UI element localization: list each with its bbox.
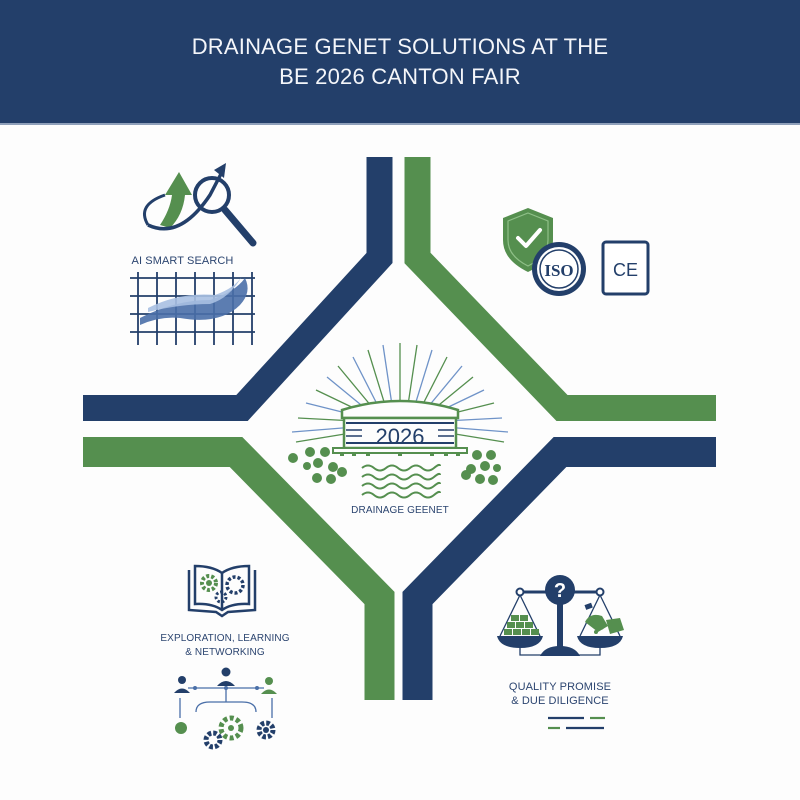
quality-label-line-2: & DUE DILIGENCE (511, 695, 609, 707)
certification-icons: ISO CE (503, 208, 650, 296)
hexagon-cluster-icon (288, 447, 501, 485)
year-label: 2026 (376, 424, 425, 449)
road-top-right (404, 157, 716, 421)
title-line-1: DRAINAGE GENET SOLUTIONS AT THE (191, 33, 609, 59)
road-top-left (83, 157, 393, 421)
ai-smart-search-icons (130, 163, 257, 345)
gears-icon (175, 715, 276, 750)
road-bottom-right (402, 437, 716, 700)
people-network-icon (174, 667, 277, 718)
quality-label-line-1: QUALITY PROMISE (508, 681, 612, 693)
center-emblem: 2026 (288, 343, 509, 499)
center-label: DRAINAGE GEENET (351, 505, 449, 516)
iso-seal-icon: ISO (532, 242, 586, 296)
exploration-label-line-2: & NETWORKING (185, 647, 265, 658)
growth-arrow-icon (143, 163, 226, 231)
road-network (83, 157, 716, 700)
water-waves-icon (361, 463, 441, 499)
gear-icon (214, 590, 228, 604)
wave-grid-chart-icon (130, 272, 255, 345)
balance-scale-icon: ? (497, 575, 624, 730)
gear-icon (225, 575, 245, 595)
question-mark-icon (545, 575, 575, 605)
stadium-icon (332, 399, 468, 456)
ce-text: CE (613, 260, 638, 280)
title-line-2: BE 2026 CANTON FAIR (279, 63, 521, 89)
road-bottom-left (83, 437, 395, 700)
ai-smart-search-label: AI SMART SEARCH (131, 255, 234, 267)
iso-text: ISO (544, 261, 573, 280)
gear-icon (200, 574, 218, 592)
exploration-label-line-1: EXPLORATION, LEARNING (160, 633, 290, 644)
header-banner: DRAINAGE GENET SOLUTIONS AT THE BE 2026 … (0, 0, 800, 125)
magnifying-glass-icon (193, 176, 257, 247)
svg-text:?: ? (554, 580, 566, 602)
learning-networking-icons (174, 564, 277, 750)
ce-mark-icon: CE (601, 240, 650, 296)
plant-icon (175, 722, 187, 734)
